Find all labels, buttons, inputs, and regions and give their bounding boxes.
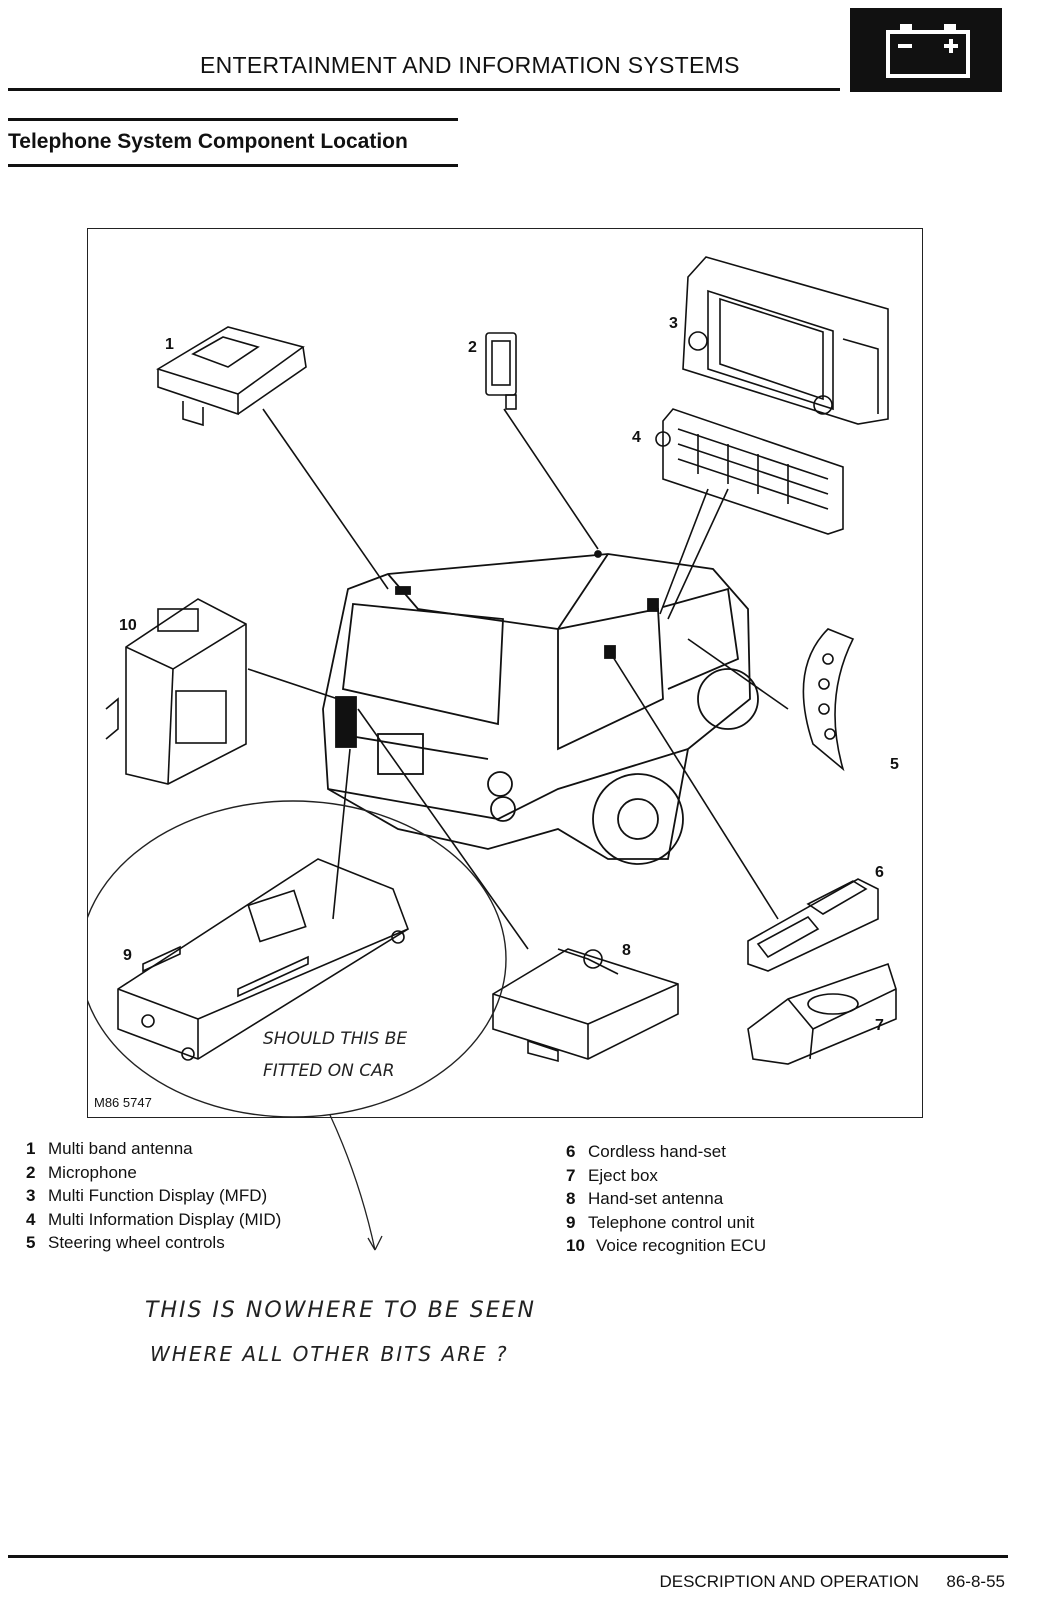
callout-3: 3 bbox=[669, 315, 678, 332]
voice-recognition-ecu-drawing bbox=[105, 598, 247, 785]
section-title: Telephone System Component Location bbox=[8, 130, 408, 153]
leader-line-1 bbox=[262, 408, 389, 590]
callout-10: 10 bbox=[119, 617, 137, 634]
handwritten-circle bbox=[88, 800, 507, 1118]
callout-4: 4 bbox=[632, 429, 641, 446]
multi-band-antenna-drawing bbox=[156, 326, 307, 427]
chapter-title: ENTERTAINMENT AND INFORMATION SYSTEMS bbox=[200, 52, 740, 78]
leader-line-10 bbox=[247, 668, 339, 700]
page-number: 86-8-55 bbox=[946, 1572, 1005, 1591]
microphone-drawing bbox=[485, 332, 517, 410]
chapter-badge bbox=[850, 8, 1002, 92]
footer-section: DESCRIPTION AND OPERATION bbox=[659, 1572, 919, 1591]
callout-6: 6 bbox=[875, 864, 884, 881]
leader-line-5 bbox=[687, 638, 789, 710]
callout-8: 8 bbox=[622, 942, 631, 959]
header-rule bbox=[8, 88, 840, 91]
vehicle-drawing bbox=[322, 550, 759, 865]
footer-rule bbox=[8, 1555, 1008, 1558]
leader-line-8 bbox=[357, 708, 529, 950]
callout-1: 1 bbox=[165, 336, 174, 353]
callout-2: 2 bbox=[468, 339, 477, 356]
handwritten-bottom-note-line-2: WHERE ALL OTHER BITS ARE ? bbox=[150, 1342, 509, 1366]
section-rule-top bbox=[8, 118, 458, 121]
mid-drawing bbox=[655, 408, 844, 535]
handwritten-arrow bbox=[329, 1114, 383, 1251]
eject-box-drawing bbox=[747, 962, 897, 1065]
section-rule-bottom bbox=[8, 164, 458, 167]
handwritten-bottom-note-line-1: THIS IS NOWHERE TO BE SEEN bbox=[145, 1298, 536, 1323]
leader-line-4a bbox=[659, 488, 709, 615]
figure-reference: M86 5747 bbox=[94, 1095, 152, 1110]
leader-line-6 bbox=[607, 648, 779, 920]
page-footer: DESCRIPTION AND OPERATION 86-8-55 bbox=[659, 1572, 1005, 1592]
callout-9: 9 bbox=[123, 947, 132, 964]
mfd-drawing bbox=[682, 256, 889, 425]
steering-wheel-controls-drawing bbox=[802, 628, 855, 772]
cordless-handset-drawing bbox=[747, 878, 879, 972]
leader-line-2 bbox=[503, 408, 599, 550]
handset-antenna-drawing bbox=[492, 948, 679, 1063]
callout-7: 7 bbox=[875, 1017, 884, 1034]
battery-icon bbox=[886, 24, 970, 78]
handwritten-note-line-2: FITTED ON CAR bbox=[263, 1061, 395, 1081]
callout-5: 5 bbox=[890, 756, 899, 773]
component-diagram bbox=[88, 256, 897, 1118]
leader-line-9 bbox=[332, 748, 351, 920]
telephone-control-unit-drawing bbox=[117, 858, 409, 1061]
component-location-figure: 1 2 3 4 5 6 7 8 9 10 M86 5747 SHOULD THI… bbox=[87, 228, 923, 1118]
handwritten-note-line-1: SHOULD THIS BE bbox=[263, 1029, 408, 1049]
leader-line-4b bbox=[667, 488, 729, 620]
